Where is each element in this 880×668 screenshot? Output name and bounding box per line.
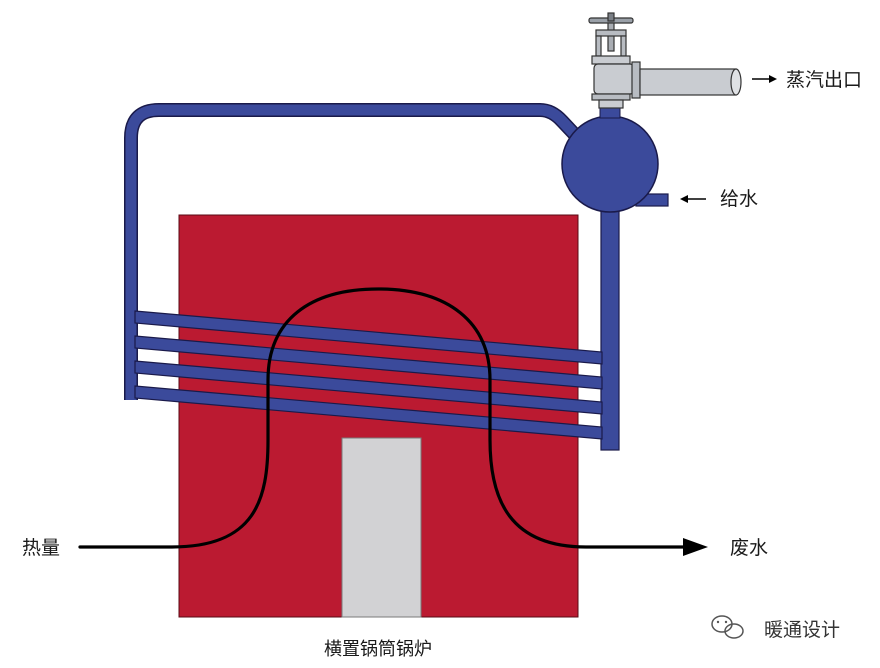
arrow-right-icon (769, 75, 777, 83)
downcomer-pipe (600, 197, 620, 451)
firebox (341, 437, 422, 618)
riser-pipe-fill (125, 104, 583, 400)
arrow-left-icon (680, 195, 688, 203)
feed-water-label: 给水 (720, 188, 758, 210)
watermark-text: 暖通设计 (764, 619, 840, 641)
watermark: 暖通设计 (711, 615, 840, 641)
diagram-caption: 横置锅筒锅炉 (324, 639, 432, 660)
waste-water-label: 废水 (730, 537, 768, 559)
steam-valve-icon (588, 12, 641, 109)
tube-3 (134, 360, 603, 415)
tube-4 (134, 385, 603, 440)
drum-body (561, 115, 659, 213)
tube-bank (134, 310, 603, 440)
wechat-icon (711, 615, 744, 639)
heat-label: 热量 (22, 537, 60, 559)
steam-drum (561, 105, 669, 213)
gas-flow-path (78, 287, 687, 549)
tube-2 (134, 335, 603, 390)
steam-outlet-label: 蒸汽出口 (786, 69, 862, 91)
steam-outlet-pipe (639, 68, 742, 96)
arrow-right-icon (683, 538, 708, 556)
